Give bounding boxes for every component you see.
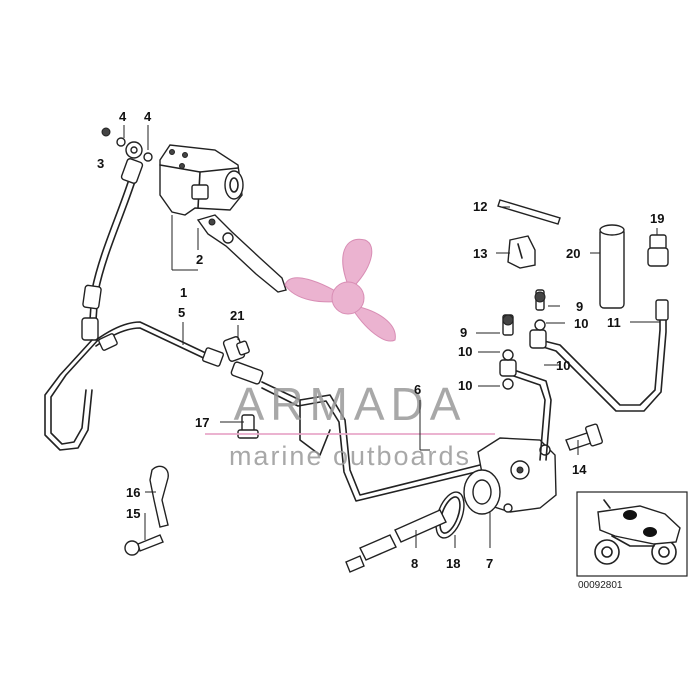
watermark-tagline: marine outboards bbox=[229, 441, 471, 471]
bolt-15 bbox=[124, 534, 164, 556]
callout-19: 19 bbox=[650, 211, 664, 226]
master-cylinder bbox=[159, 144, 244, 216]
brake-lever bbox=[196, 214, 287, 293]
callout-10b: 10 bbox=[458, 344, 472, 359]
callout-labels: 1 2 3 4 4 5 6 7 8 9 9 10 10 10 10 11 12 … bbox=[97, 109, 664, 571]
bolt-14 bbox=[565, 423, 603, 451]
brake-line-6 bbox=[230, 361, 481, 502]
callout-4a: 4 bbox=[119, 109, 127, 124]
callout-10a: 10 bbox=[574, 316, 588, 331]
nut-21 bbox=[222, 336, 250, 362]
motorcycle-icon bbox=[594, 499, 681, 565]
propeller-logo-icon bbox=[284, 238, 396, 342]
cap-19 bbox=[647, 234, 669, 267]
location-inset: 00092801 bbox=[576, 491, 688, 591]
callout-21: 21 bbox=[230, 308, 244, 323]
callout-1: 1 bbox=[180, 285, 187, 300]
inset-location-marker bbox=[623, 510, 637, 520]
o-ring-18 bbox=[435, 491, 465, 539]
callout-10d: 10 bbox=[458, 378, 472, 393]
bracket-16 bbox=[149, 465, 169, 528]
callout-6: 6 bbox=[414, 382, 421, 397]
clip-13 bbox=[507, 235, 536, 269]
slave-cylinder bbox=[463, 437, 557, 515]
callout-18: 18 bbox=[446, 556, 460, 571]
callout-9a: 9 bbox=[576, 299, 583, 314]
leader-lines bbox=[123, 125, 660, 548]
callout-7: 7 bbox=[486, 556, 493, 571]
push-rod-8 bbox=[345, 509, 447, 573]
callout-10c: 10 bbox=[556, 358, 570, 373]
callout-8: 8 bbox=[411, 556, 418, 571]
callout-12: 12 bbox=[473, 199, 487, 214]
callout-11: 11 bbox=[607, 315, 621, 330]
tube-20 bbox=[599, 224, 625, 309]
brake-hose-left bbox=[81, 127, 153, 341]
callout-9b: 9 bbox=[460, 325, 467, 340]
inset-location-marker bbox=[643, 527, 657, 537]
brake-line-11 bbox=[501, 299, 669, 461]
cable-tie-12 bbox=[497, 199, 561, 225]
banjo-fittings bbox=[499, 289, 547, 390]
callout-3: 3 bbox=[97, 156, 104, 171]
diagram-code: 00092801 bbox=[578, 580, 623, 591]
callout-14: 14 bbox=[572, 462, 587, 477]
callout-20: 20 bbox=[566, 246, 580, 261]
callout-4b: 4 bbox=[144, 109, 152, 124]
callout-16: 16 bbox=[126, 485, 140, 500]
callout-15: 15 bbox=[126, 506, 140, 521]
watermark: ARMADA marine outboards bbox=[205, 238, 495, 471]
callout-17: 17 bbox=[195, 415, 209, 430]
brake-line-5 bbox=[44, 321, 224, 451]
callout-13: 13 bbox=[473, 246, 487, 261]
callout-5: 5 bbox=[178, 305, 185, 320]
watermark-brand: ARMADA bbox=[234, 378, 467, 430]
callout-2: 2 bbox=[196, 252, 203, 267]
